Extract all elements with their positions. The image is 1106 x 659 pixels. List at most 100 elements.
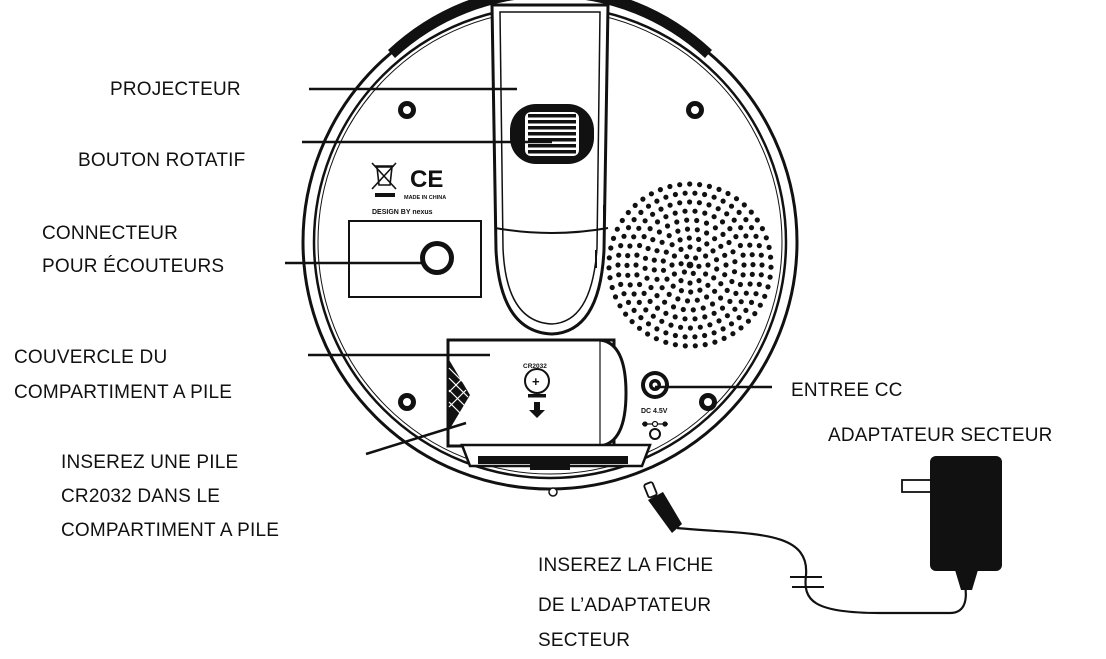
speaker-hole	[625, 209, 631, 216]
speaker-hole	[719, 305, 726, 311]
speaker-hole	[731, 269, 738, 275]
speaker-hole	[660, 267, 667, 273]
speaker-hole	[702, 191, 708, 198]
speaker-hole	[718, 281, 724, 287]
speaker-hole	[663, 339, 669, 345]
speaker-hole	[684, 226, 691, 232]
dc-input-jack	[641, 371, 669, 399]
speaker-hole	[663, 330, 669, 336]
speaker-hole	[723, 262, 729, 268]
ac-adapter	[901, 456, 1002, 590]
speaker-hole	[654, 293, 660, 299]
speaker-hole	[690, 270, 696, 276]
speaker-hole	[678, 278, 684, 284]
speaker-hole	[704, 241, 710, 247]
speaker-hole	[716, 318, 722, 324]
speaker-hole	[731, 217, 737, 223]
speaker-hole	[763, 235, 769, 241]
speaker-hole	[612, 294, 619, 300]
device-foot	[460, 443, 652, 497]
speaker-hole	[747, 242, 753, 248]
label-inserez-fiche-line1: INSEREZ LA FICHE	[538, 555, 714, 576]
speaker-hole	[653, 336, 660, 342]
speaker-hole	[675, 296, 681, 302]
speaker-hole	[642, 265, 648, 271]
speaker-hole	[694, 227, 700, 233]
speaker-hole	[678, 261, 684, 267]
speaker-hole	[705, 282, 711, 288]
speaker-hole	[651, 267, 657, 273]
speaker-hole	[711, 330, 717, 336]
cable-break-mark	[790, 576, 824, 588]
speaker-hole	[730, 331, 736, 337]
speaker-hole	[668, 322, 674, 328]
speaker-hole	[618, 281, 624, 287]
speaker-hole	[621, 291, 627, 297]
speaker-hole	[692, 334, 698, 340]
label-inserez-fiche-line2: DE L’ADAPTATEUR	[538, 595, 712, 616]
speaker-hole	[703, 271, 709, 277]
speaker-hole	[625, 253, 631, 259]
speaker-hole	[669, 262, 675, 268]
speaker-hole	[684, 298, 691, 304]
speaker-hole	[729, 278, 735, 285]
speaker-hole	[657, 187, 664, 193]
speaker-hole	[627, 282, 633, 288]
speaker-hole	[740, 252, 746, 258]
speaker-hole	[702, 342, 708, 348]
speaker-hole	[672, 210, 678, 216]
speaker-hole	[694, 297, 700, 303]
speaker-hole	[768, 264, 774, 270]
speaker-hole	[659, 239, 665, 245]
speaker-hole	[670, 304, 677, 310]
speaker-hole	[640, 196, 646, 202]
speaker-hole	[681, 269, 688, 275]
speaker-hole	[705, 262, 711, 268]
speaker-hole	[648, 284, 654, 291]
speaker-hole	[618, 243, 624, 249]
speaker-hole	[696, 263, 702, 269]
speaker-hole	[663, 194, 669, 200]
screw-top-right	[686, 101, 704, 119]
speaker-hole	[654, 198, 660, 204]
rotary-knob	[510, 104, 594, 164]
speaker-hole	[617, 303, 623, 309]
speaker-hole	[606, 265, 612, 271]
speaker-hole	[614, 226, 620, 232]
speaker-hole	[754, 217, 760, 223]
label-connecteur-line2: POUR ÉCOUTEURS	[42, 256, 225, 277]
speaker-hole	[667, 202, 673, 208]
speaker-hole	[722, 272, 728, 278]
speaker-hole	[678, 324, 684, 330]
speaker-hole	[637, 242, 643, 249]
speaker-hole	[711, 275, 717, 281]
speaker-hole	[747, 281, 753, 287]
speaker-hole	[645, 331, 651, 337]
speaker-hole	[662, 299, 668, 305]
speaker-hole	[633, 262, 639, 268]
speaker-hole	[672, 332, 679, 339]
speaker-hole	[631, 234, 637, 240]
speaker-hole	[636, 299, 642, 305]
speaker-hole	[711, 310, 717, 316]
speaker-hole	[738, 325, 744, 331]
speaker-hole	[758, 252, 764, 258]
speaker-hole	[765, 284, 771, 290]
dc-polarity-ring	[649, 428, 661, 440]
speaker-hole	[704, 230, 710, 236]
speaker-hole	[666, 291, 672, 297]
design-by-marking: DESIGN BY nexus	[372, 209, 433, 216]
speaker-grille	[606, 181, 774, 349]
label-bouton-rotatif: BOUTON ROTATIF	[78, 150, 246, 171]
speaker-hole	[669, 242, 675, 248]
speaker-hole	[725, 190, 731, 197]
speaker-hole	[738, 299, 744, 305]
speaker-hole	[609, 284, 615, 291]
speaker-hole	[728, 321, 735, 327]
label-inserez-pile-line1: INSEREZ UNE PILE	[61, 452, 239, 473]
speaker-hole	[696, 278, 702, 284]
speaker-hole	[741, 262, 747, 268]
speaker-hole	[694, 217, 700, 224]
speaker-hole	[704, 294, 710, 300]
speaker-hole	[703, 253, 709, 259]
